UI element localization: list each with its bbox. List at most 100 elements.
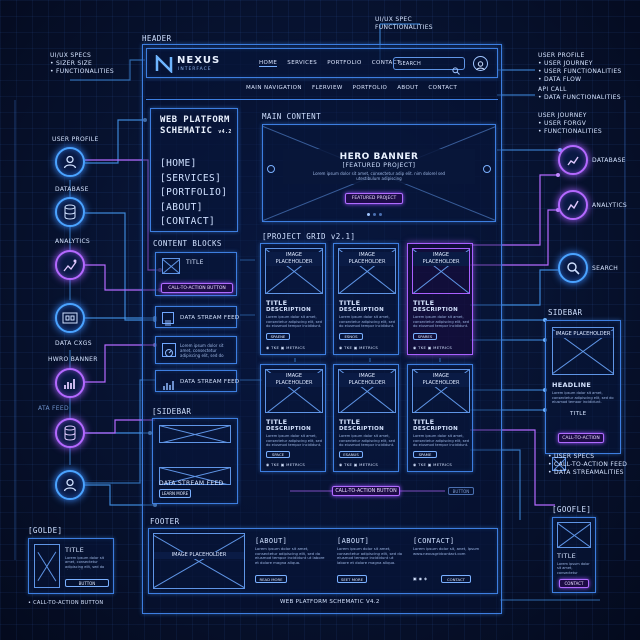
right-sidebar-cta-button[interactable]: CALL-TO-ACTION [558, 433, 604, 443]
read-more-button[interactable]: READ MORE [255, 575, 287, 583]
project-card-tag[interactable]: SPAENE [266, 333, 290, 340]
golde-label: [GOLDE] [28, 526, 63, 535]
project-card[interactable]: IMAGE PLACEHOLDER TITLE DESCRIPTION Lore… [260, 243, 326, 355]
project-card[interactable]: IMAGE PLACEHOLDER TITLE DESCRIPTION Lore… [260, 364, 326, 472]
analytics-icon [63, 259, 77, 272]
footer-about-text: Lorem ipsum dolor sit amet, consectetur … [255, 547, 325, 565]
platform-menu-about[interactable]: [ABOUT] [160, 201, 203, 213]
hero-banner-node[interactable] [55, 368, 85, 398]
analytics-right-node[interactable] [558, 190, 588, 220]
database-node-2[interactable] [55, 418, 85, 448]
project-card-image: IMAGE PLACEHOLDER [338, 248, 396, 294]
project-card-tag[interactable]: SPACE [266, 451, 290, 458]
project-card-tag[interactable]: SPAME [413, 451, 437, 458]
project-card-text: Lorem ipsum dolor sit amet, consectetur … [266, 434, 322, 447]
database-icon [64, 204, 76, 220]
search-box[interactable]: SEARCH [393, 57, 465, 75]
main-nav-contact[interactable]: CONTACT [428, 85, 458, 91]
content-block-cta-button[interactable]: CALL-TO-ACTION BUTTON [161, 283, 233, 293]
data-feed-label: DATA STREAM FEED [180, 315, 240, 321]
carousel-prev-icon[interactable] [267, 165, 275, 173]
project-card-title: TITLE [413, 418, 435, 426]
meta-tke: TKE [418, 462, 427, 467]
logo-text: NEXUS [177, 55, 221, 66]
spec-line: • CALL-TO-ACTION FEED [548, 461, 628, 468]
project-card[interactable]: IMAGE PLACEHOLDER TITLE DESCRIPTION Lore… [407, 364, 473, 472]
project-card-tag[interactable]: ESANUS [339, 451, 363, 458]
project-card-text: Lorem ipsum dolor sit amet, consectetur … [339, 434, 395, 447]
placeholder-text: IMAGE PLACEHOLDER [339, 373, 395, 387]
meta-metrics: METRICS [359, 345, 379, 350]
carousel-dot[interactable] [379, 213, 382, 216]
project-card-highlighted[interactable]: IMAGE PLACEHOLDER TITLE DESCRIPTION Lore… [407, 243, 473, 355]
project-card-tag[interactable]: SPARES [413, 333, 437, 340]
project-card-tag[interactable]: ESNOS [339, 333, 363, 340]
project-card-description: DESCRIPTION [413, 307, 459, 313]
search-icon [567, 262, 580, 275]
project-card-description: DESCRIPTION [413, 426, 459, 432]
footer-about-title: [ABOUT] [255, 537, 288, 545]
project-card-text: Lorem ipsum dolor sit amet, consectetur … [266, 315, 322, 328]
analytics-node[interactable] [55, 250, 85, 280]
project-card[interactable]: IMAGE PLACEHOLDER TITLE DESCRIPTION Lore… [333, 364, 399, 472]
platform-version: v4.2 [218, 129, 232, 135]
placeholder-text: IMAGE PLACEHOLDER [266, 373, 322, 387]
carousel-dot[interactable] [367, 213, 370, 216]
nav-services[interactable]: SERVICES [287, 60, 318, 66]
goofle-contact-button[interactable]: CONTACT [559, 579, 589, 588]
platform-menu: [HOME] [SERVICES] [PORTFOLIO] [ABOUT] [C… [160, 157, 227, 230]
main-nav-overview[interactable]: FLERVIEW [311, 85, 343, 91]
left-sidebar-label: [SIDEBAR [152, 407, 192, 416]
project-grid-cta-button[interactable]: CALL-TO-ACTION BUTTON [332, 486, 400, 496]
platform-menu-services[interactable]: [SERVICES] [160, 172, 222, 184]
nav-contact[interactable]: CONTACT [371, 60, 401, 66]
profile-icon[interactable] [473, 56, 488, 71]
featured-project-button[interactable]: FEATURED PROJECT [345, 193, 403, 204]
nav-portfolio[interactable]: PORTFOLIO [327, 60, 362, 66]
main-nav-portfolio[interactable]: PORTFOLIO [352, 85, 388, 91]
data-node[interactable] [55, 303, 85, 333]
feed-icon [162, 312, 174, 326]
meta-metrics: METRICS [286, 462, 306, 467]
project-grid-label: [PROJECT GRID v2.1] [262, 232, 356, 241]
spec-line: • USER FUNCTIONALITIES [538, 68, 622, 75]
project-card-title: TITLE [339, 299, 361, 307]
main-nav-label[interactable]: MAIN NAVIGATION [246, 85, 302, 91]
main-nav-about[interactable]: ABOUT [397, 85, 419, 91]
user-icon [63, 155, 77, 169]
right-specs-api: API CALL • DATA FUNCTIONALITIES [538, 86, 621, 102]
platform-menu-home[interactable]: [HOME] [160, 158, 197, 169]
platform-menu-portfolio[interactable]: [PORTFOLIO] [160, 187, 228, 198]
platform-menu-contact[interactable]: [CONTACT] [160, 216, 216, 227]
search-right-node[interactable] [558, 253, 588, 283]
spec-line: • USER JOURNEY [538, 60, 593, 67]
meta-metrics: METRICS [433, 345, 453, 350]
user-profile-node[interactable] [55, 147, 85, 177]
carousel-dot[interactable] [373, 213, 376, 216]
left-icon-label: USER PROFILE [52, 136, 99, 143]
platform-title: WEB PLATFORM SCHEMATIC v4.2 [160, 115, 240, 138]
meta-tke: TKE [418, 345, 427, 350]
left-sidebar-feed-label: DATA STREAM FEED [159, 480, 224, 487]
learn-more-button[interactable]: LEARN MORE [159, 489, 191, 498]
carousel-next-icon[interactable] [483, 165, 491, 173]
data-feed-text: Lorem ipsum dolor sit amet, consectetur … [180, 343, 224, 359]
hero-banner: HERO BANNER [FEATURED PROJECT] Lorem ips… [262, 124, 496, 222]
logo-subtext: INTERFACE [178, 67, 212, 72]
golde-image [34, 544, 60, 588]
database-right-node[interactable] [558, 145, 588, 175]
user-profile-node-2[interactable] [55, 470, 85, 500]
golde-button[interactable]: BUTTON [65, 579, 109, 587]
database-node[interactable] [55, 197, 85, 227]
footer-contact-button[interactable]: CONTACT [441, 575, 471, 583]
project-card-title: TITLE [413, 299, 435, 307]
see-more-button[interactable]: SEET MORE [337, 575, 367, 583]
project-grid-button[interactable]: BUTTON [448, 487, 474, 495]
project-card-description: DESCRIPTION [339, 307, 385, 313]
spec-line: • DATA STREAMALITIES [548, 469, 624, 476]
project-card[interactable]: IMAGE PLACEHOLDER TITLE DESCRIPTION Lore… [333, 243, 399, 355]
goofle-card: TITLE Lorem ipsum dolor sit amet, consec… [552, 517, 596, 593]
nav-home[interactable]: HOME [259, 60, 278, 67]
spec-line: USER JOURNEY [538, 112, 587, 119]
left-specs-item: • FUNCTIONALITIES [50, 68, 114, 75]
